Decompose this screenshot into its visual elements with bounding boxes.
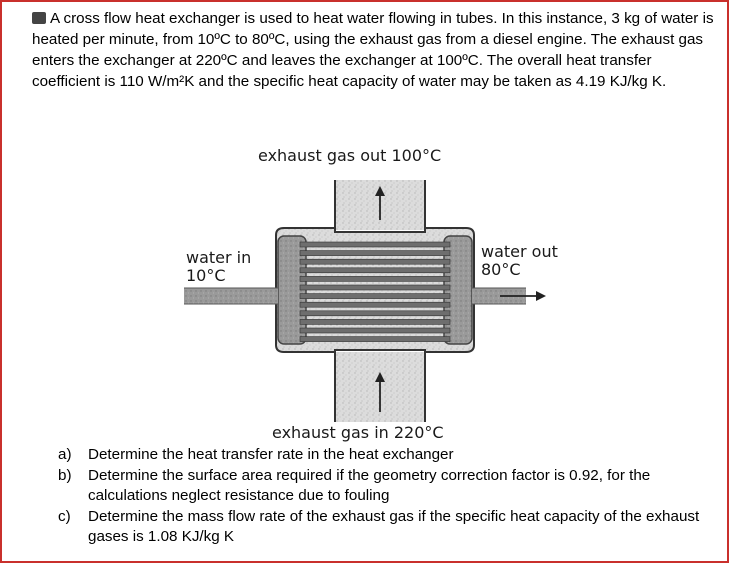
problem-statement: A cross flow heat exchanger is used to h…	[32, 8, 720, 92]
question-letter: c)	[58, 507, 71, 525]
list-item: c) Determine the mass flow rate of the e…	[58, 507, 718, 548]
question-text: Determine the mass flow rate of the exha…	[88, 507, 700, 546]
gas-out-arrow-icon	[375, 186, 385, 220]
water-in-label: water in	[186, 248, 252, 267]
tube	[299, 310, 451, 317]
water-out-arrow-icon	[500, 291, 546, 301]
tube	[299, 327, 451, 334]
gas-out-label: exhaust gas out 100°C	[258, 146, 442, 165]
tube	[299, 319, 451, 325]
water-out-temp: 80°C	[481, 260, 521, 279]
tube	[299, 258, 451, 265]
question-text: Determine the surface area required if t…	[88, 466, 651, 505]
tube	[299, 301, 451, 308]
tube	[299, 241, 451, 248]
question-text: Determine the heat transfer rate in the …	[88, 446, 454, 463]
gas-in-label: exhaust gas in 220°C	[272, 423, 444, 442]
tube	[299, 250, 451, 256]
tube-bank	[299, 241, 451, 342]
water-outlet-pipe	[472, 287, 526, 305]
question-letter: b)	[58, 466, 72, 484]
tube	[299, 336, 451, 342]
tube	[299, 267, 451, 274]
water-inlet-pipe	[184, 287, 278, 305]
water-in-temp: 10°C	[186, 266, 226, 285]
question-list: a) Determine the heat transfer rate in t…	[58, 445, 718, 548]
tube	[299, 284, 451, 291]
list-item: a) Determine the heat transfer rate in t…	[58, 445, 718, 466]
gas-in-arrow-icon	[375, 372, 385, 412]
list-item: b) Determine the surface area required i…	[58, 466, 718, 507]
water-out-label: water out	[481, 242, 558, 261]
question-letter: a)	[58, 446, 72, 463]
marker-icon	[32, 12, 46, 24]
problem-text: A cross flow heat exchanger is used to h…	[32, 10, 714, 90]
tube	[299, 276, 451, 282]
tube	[299, 293, 451, 299]
